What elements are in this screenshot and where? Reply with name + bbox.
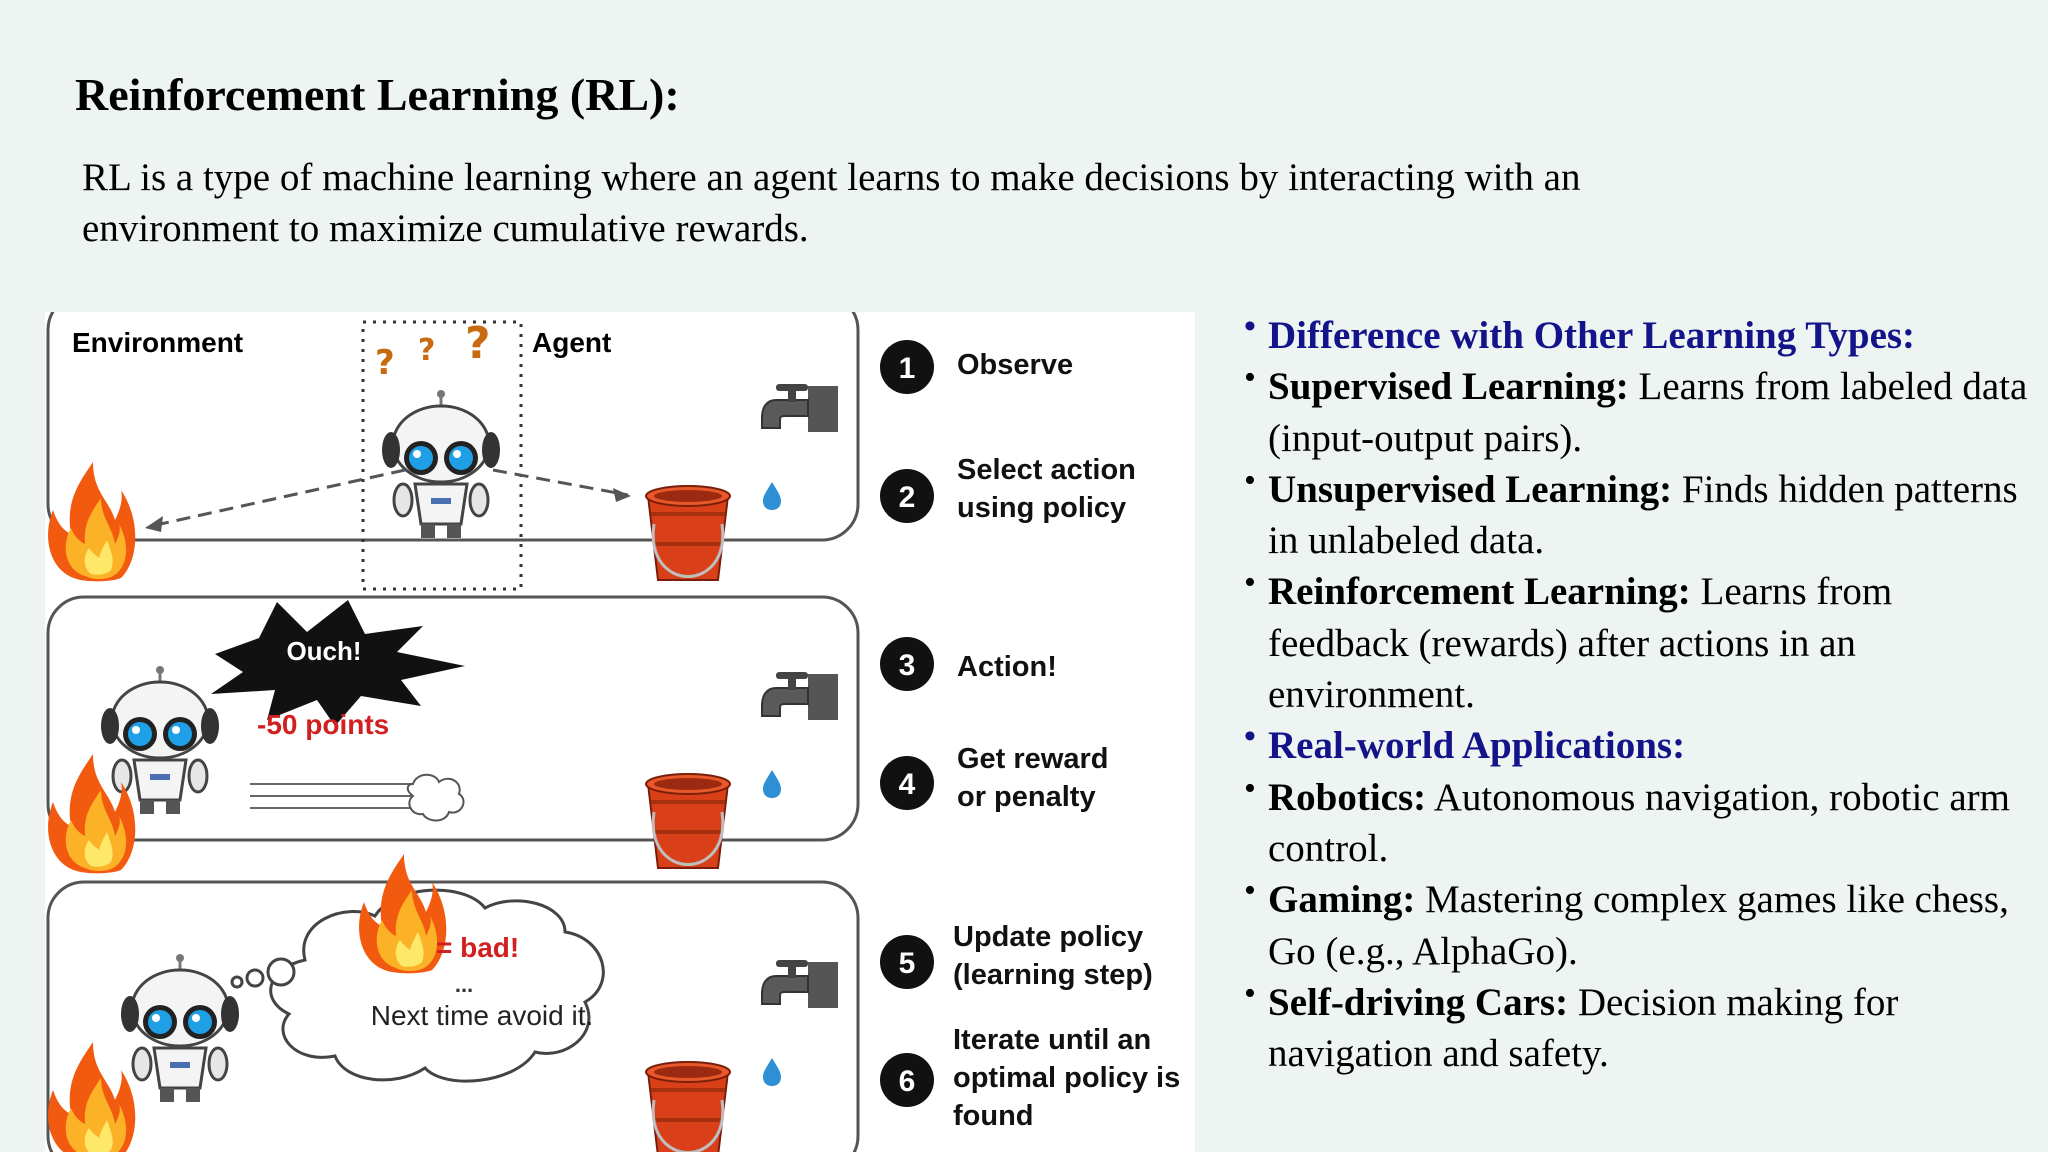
ouch-text: Ouch!: [286, 636, 361, 666]
step-number: 1: [899, 352, 916, 385]
bucket-icon: [644, 772, 732, 870]
bucket-icon: [644, 1060, 732, 1152]
step-number-badge: [880, 469, 934, 523]
arrow-to-fire: [146, 468, 406, 529]
step-text: Get reward: [957, 743, 1109, 775]
bullet-term: Robotics:: [1268, 775, 1427, 819]
step-text: optimal policy is: [953, 1062, 1180, 1094]
ouch-burst: [211, 600, 465, 726]
bullet-item: Supervised Learning: Learns from labeled…: [1244, 352, 2034, 464]
bullet-item: Gaming: Mastering complex games like che…: [1244, 865, 2034, 977]
step-4: 4 Get reward or penalty: [880, 743, 1109, 813]
svg-text:?: ?: [375, 343, 395, 383]
step-number: 2: [899, 481, 916, 514]
bucket-icon: [644, 484, 732, 582]
bullet-description: Decision making for navigation and safet…: [1268, 980, 1899, 1076]
step-number: 6: [899, 1065, 916, 1098]
bullet-item: Reinforcement Learning: Learns from feed…: [1244, 557, 2034, 720]
thought-bad-text: = bad!: [436, 932, 519, 963]
bullet-term: Self-driving Cars:: [1268, 980, 1569, 1024]
step-text: Action!: [957, 651, 1057, 683]
step-number-badge: [880, 340, 934, 394]
step-text: or penalty: [957, 781, 1096, 813]
step-text: using policy: [957, 492, 1126, 524]
bullet-term: Supervised Learning:: [1268, 365, 1629, 409]
step-text: found: [953, 1100, 1034, 1132]
step-number-badge: [880, 935, 934, 989]
section-heading: Real-world Applications:: [1244, 711, 2034, 771]
step-text: Update policy: [953, 921, 1143, 953]
svg-text:?: ?: [465, 318, 491, 369]
steps-list: 1 Observe 2 Select action using policy 3 Actio…: [880, 340, 1180, 1132]
step-number: 3: [899, 649, 916, 682]
agent-label: Agent: [532, 327, 611, 358]
step-2: 2 Select action using policy: [880, 454, 1136, 524]
bullet-item: Self-driving Cars: Decision making for n…: [1244, 968, 2034, 1080]
bullet-description: Autonomous navigation, robotic arm contr…: [1268, 775, 2010, 870]
bullet-description: Mastering complex games like chess, Go (…: [1268, 878, 2009, 973]
slide-intro: RL is a type of machine learning where a…: [82, 156, 1581, 250]
step-number-badge: [880, 637, 934, 691]
step-number: 4: [899, 768, 916, 801]
step-number-badge: [880, 1053, 934, 1107]
section-heading: Difference with Other Learning Types:: [1244, 301, 2034, 361]
step-text: (learning step): [953, 959, 1153, 991]
step-6: 6 Iterate until an optimal policy is found: [880, 1024, 1180, 1132]
penalty-text: -50 points: [257, 709, 389, 740]
step-number: 5: [899, 947, 916, 980]
step-1: 1 Observe: [880, 340, 1073, 394]
bullet-term: Gaming:: [1268, 878, 1416, 922]
step-text: Iterate until an: [953, 1024, 1151, 1056]
dust-cloud-icon: [406, 773, 465, 822]
bullet-list: Difference with Other Learning Types:Sup…: [1244, 301, 2034, 1080]
bullet-term: Unsupervised Learning:: [1268, 467, 1673, 511]
rl-diagram: Environment Agent ? ? ? Ouch! -50 points…: [45, 312, 1195, 1152]
arrow-to-bucket: [492, 468, 629, 497]
svg-text:?: ?: [418, 333, 435, 368]
thought-bubble: [269, 888, 605, 1083]
step-5: 5 Update policy (learning step): [880, 921, 1153, 991]
bullet-item: Unsupervised Learning: Finds hidden patt…: [1244, 455, 2034, 567]
step-text: Select action: [957, 454, 1136, 486]
thought-dots: ...: [455, 972, 473, 997]
bullet-description: Learns from labeled data (input-output p…: [1268, 365, 2028, 460]
thought-avoid-text: Next time avoid it.: [371, 1000, 594, 1031]
step-text: Observe: [957, 349, 1073, 381]
bullet-description: Finds hidden patterns in unlabeled data.: [1268, 467, 2018, 563]
bullet-term: Reinforcement Learning:: [1268, 570, 1691, 614]
motion-lines: [250, 783, 415, 809]
question-marks-icon: ? ? ?: [375, 318, 491, 383]
bullet-description: Learns from feedback (rewards) after act…: [1268, 570, 1893, 717]
environment-label: Environment: [72, 327, 243, 358]
slide-title: Reinforcement Learning (RL):: [75, 69, 680, 120]
step-3: 3 Action!: [880, 637, 1057, 691]
step-number-badge: [880, 756, 934, 810]
agent-selection-box: [361, 320, 523, 591]
bullet-item: Robotics: Autonomous navigation, robotic…: [1244, 763, 2034, 875]
